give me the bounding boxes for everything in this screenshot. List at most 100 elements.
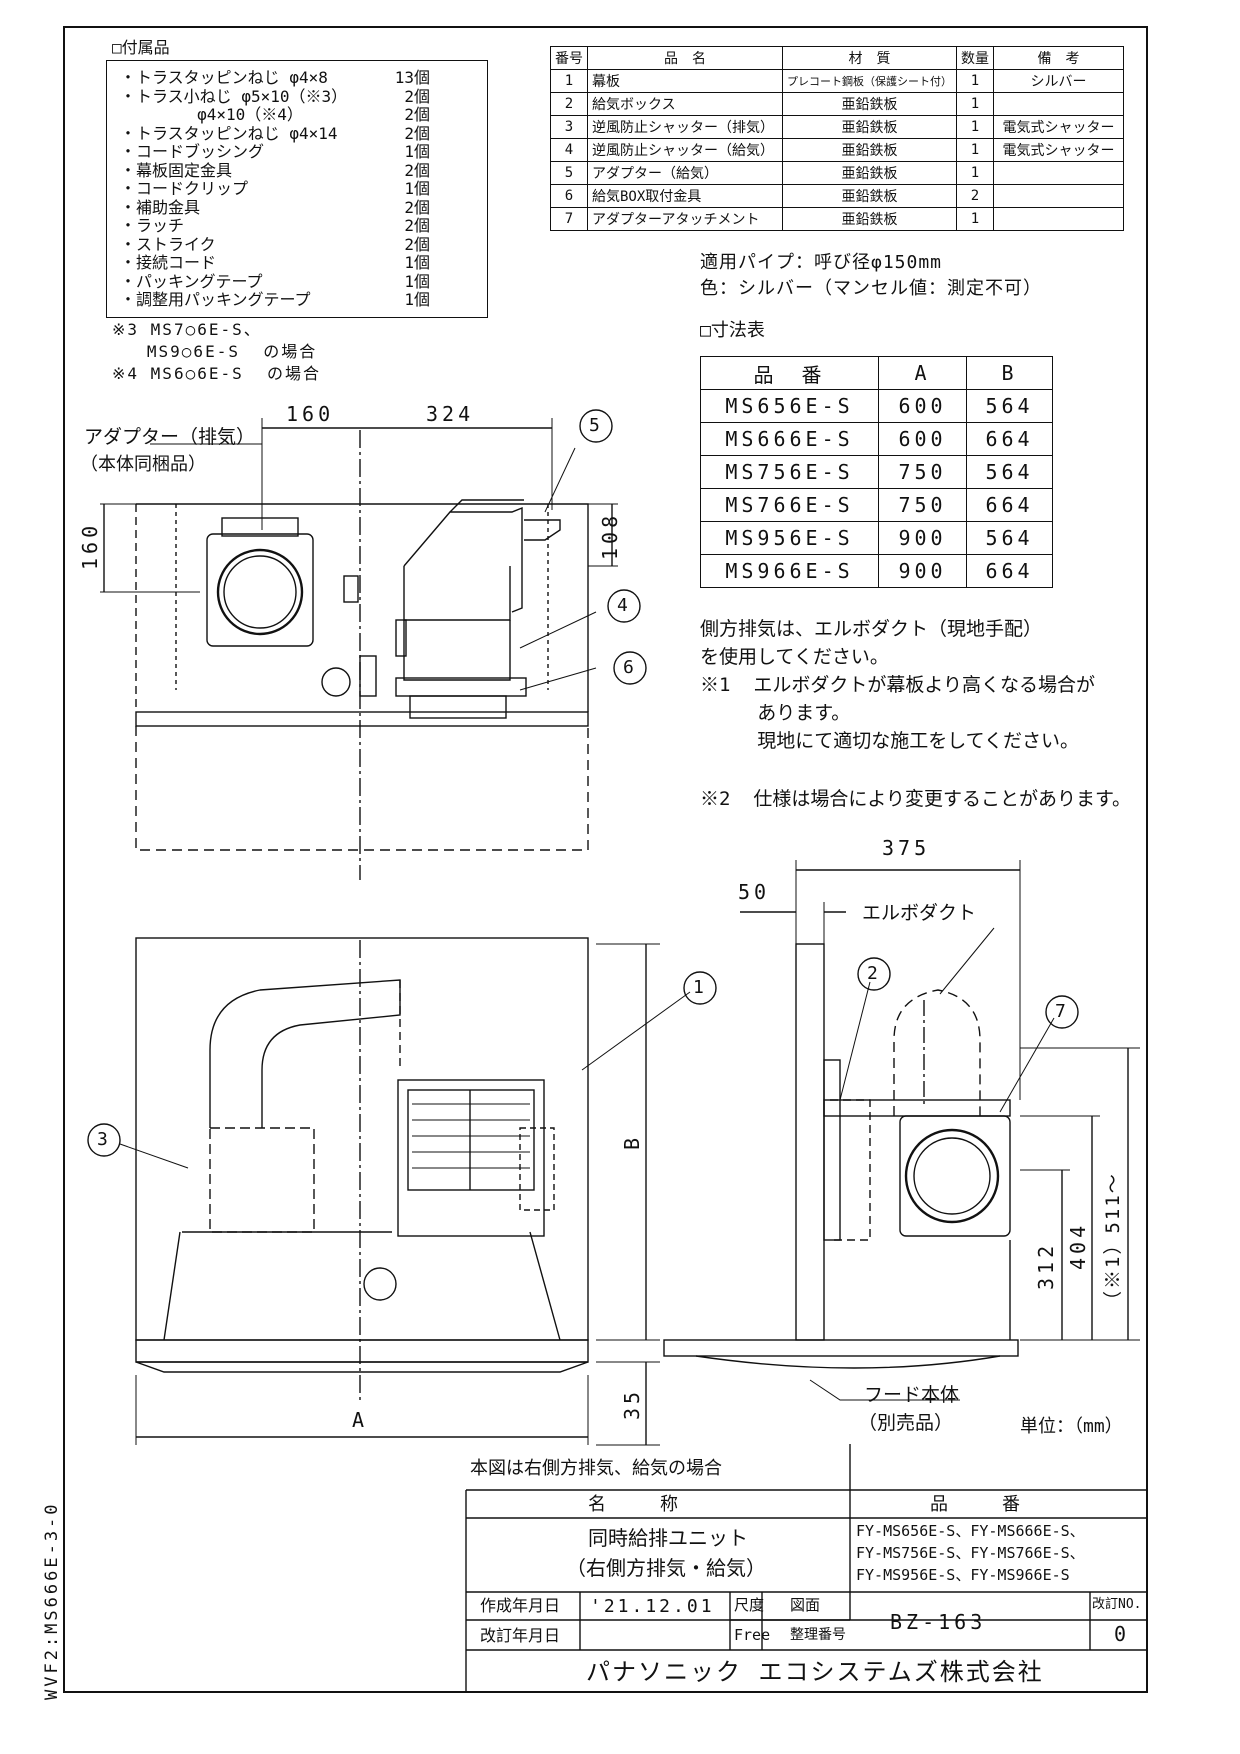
accessory-name: ・パッキングテープ <box>120 271 263 291</box>
dimension-cell: 664 <box>966 554 1053 588</box>
callout-6: 6 <box>623 657 634 678</box>
model-line: FY-MS656E-S、FY-MS666E-S、 <box>856 1522 1085 1540</box>
dim-511: （※1）511～ <box>1102 1172 1124 1310</box>
accessory-name: ・トラス小ねじ φ5×10（※3） <box>120 86 348 106</box>
parts-header: 材 質 <box>782 46 957 70</box>
callout-2: 2 <box>867 963 878 984</box>
dimension-header: B <box>966 356 1053 390</box>
dimension-cell: MS656E-S <box>700 389 879 423</box>
created-label: 作成年月日 <box>480 1596 561 1615</box>
front-view <box>119 937 691 1446</box>
accessory-qty: 2個 <box>404 216 430 235</box>
dim-35: 35 <box>620 1387 644 1420</box>
label-elbow-duct: エルボダクト <box>862 902 977 924</box>
rev-number: 0 <box>1114 1622 1127 1646</box>
created-date: '21.12.01 <box>590 1596 715 1617</box>
callout-7: 7 <box>1055 1001 1066 1022</box>
parts-cell: 7 <box>550 207 588 231</box>
spec-pipe: 適用パイプ：呼び径φ150mm <box>700 252 943 273</box>
parts-cell: 5 <box>550 161 588 185</box>
callout-5: 5 <box>589 415 600 436</box>
dimension-cell: 750 <box>878 488 967 522</box>
accessory-qty: 2個 <box>404 123 430 143</box>
accessory-name: ・接続コード <box>120 253 217 272</box>
note-line: ※2 仕様は場合により変更することがあります。 <box>700 788 1132 810</box>
accessory-name: φ4×10（※4） <box>120 105 303 124</box>
parts-cell: 給気ボックス <box>587 92 783 116</box>
parts-cell: シルバー <box>993 69 1124 93</box>
drawing-number: BZ-163 <box>890 1610 987 1634</box>
accessory-qty: 1個 <box>404 290 430 309</box>
label-bundled: （本体同梱品） <box>80 454 206 475</box>
scale-value: Free <box>734 1626 771 1644</box>
dimension-cell: 600 <box>878 389 967 423</box>
case-note: 本図は右側方排気、給気の場合 <box>470 1458 722 1479</box>
label-unit: 単位：（mm） <box>1020 1416 1123 1437</box>
side-view <box>663 860 1140 1401</box>
parts-cell <box>993 184 1124 208</box>
note-line: 現地にて適切な施工をしてください。 <box>700 730 1080 752</box>
parts-cell: 亜鉛鉄板 <box>782 138 957 162</box>
top-view <box>100 418 618 880</box>
accessory-name: ・ストライク <box>120 234 216 254</box>
note-line: あります。 <box>700 702 851 724</box>
dim-50: 50 <box>738 880 771 904</box>
dimension-cell: 900 <box>878 554 967 588</box>
parts-cell: アダプターアタッチメント <box>587 207 783 231</box>
accessory-name: ・トラスタッピンねじ φ4×8 <box>120 68 328 87</box>
dimension-cell: MS766E-S <box>700 488 879 522</box>
note-line: ※1 エルボダクトが幕板より高くなる場合が <box>700 674 1095 696</box>
dimension-header-row: 品 番 A B <box>700 356 1053 390</box>
dimension-cell: 664 <box>966 488 1053 522</box>
dim-312: 312 <box>1034 1241 1058 1290</box>
callout-circles <box>87 409 1079 1157</box>
accessory-name: ・トラスタッピンねじ φ4×14 <box>120 123 338 143</box>
parts-header: 数量 <box>956 46 994 70</box>
parts-cell: 電気式シャッター <box>993 115 1124 139</box>
accessory-name: ・コードブッシング <box>120 142 265 161</box>
rev-label: 改訂NO. <box>1092 1597 1142 1612</box>
accessory-name: ・幕板固定金具 <box>120 160 233 180</box>
product-name-sub: （右側方排気・給気） <box>566 1556 766 1580</box>
accessory-qty: 1個 <box>404 253 430 272</box>
accessory-qty: 1個 <box>404 271 430 291</box>
dimension-cell: MS966E-S <box>700 554 879 588</box>
parts-cell: 1 <box>956 207 994 231</box>
accessory-qty: 1個 <box>404 142 430 161</box>
dimension-cell: 750 <box>878 455 967 489</box>
accessories-title: □付属品 <box>112 38 170 57</box>
parts-cell <box>993 207 1124 231</box>
dim-B: B <box>620 1137 644 1150</box>
spec-color: 色：シルバー（マンセル値：測定不可） <box>700 278 1042 299</box>
parts-cell: 亜鉛鉄板 <box>782 207 957 231</box>
parts-cell: 亜鉛鉄板 <box>782 115 957 139</box>
accessory-qty: 2個 <box>404 160 430 180</box>
name-header: 名 称 <box>588 1494 678 1515</box>
accessory-qty: 2個 <box>404 105 430 124</box>
parts-cell: 1 <box>956 92 994 116</box>
dimension-cell: 564 <box>966 389 1053 423</box>
revised-label: 改訂年月日 <box>480 1626 561 1645</box>
parts-cell: 給気BOX取付金具 <box>587 184 783 208</box>
product-name: 同時給排ユニット <box>588 1526 748 1550</box>
model-line: FY-MS956E-S、FY-MS966E-S <box>856 1566 1070 1584</box>
accessories-box <box>106 60 488 318</box>
drawing-label: 図面 <box>790 1596 821 1614</box>
drawing-frame <box>63 26 1148 1693</box>
dimension-cell: MS756E-S <box>700 455 879 489</box>
scale-label: 尺度 <box>734 1596 765 1614</box>
dimension-cell: MS956E-S <box>700 521 879 555</box>
parts-header-row: 番号 品 名 材 質 数量 備 考 <box>550 46 1124 70</box>
dim-108: 108 <box>598 511 622 560</box>
